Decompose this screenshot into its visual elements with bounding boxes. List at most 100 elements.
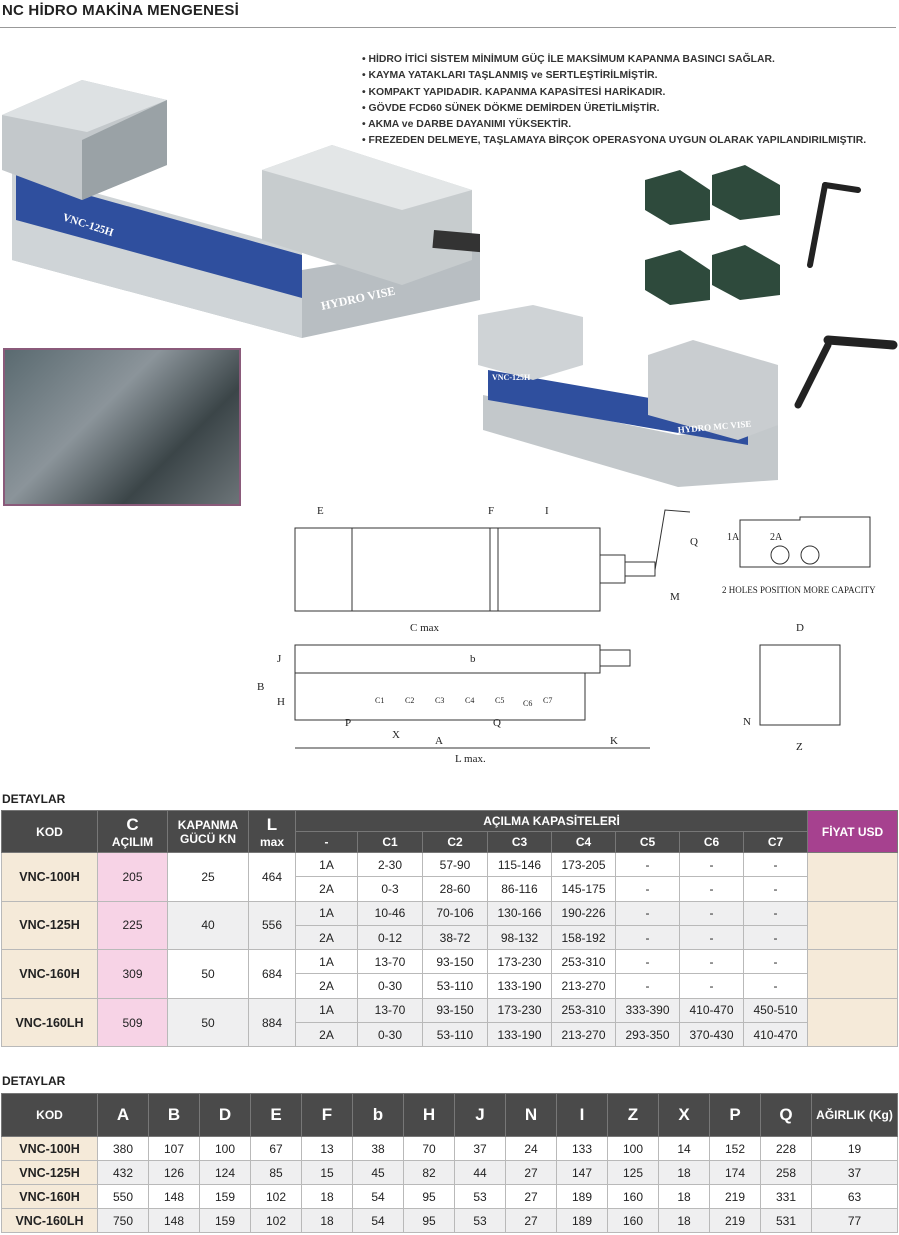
capacity-cell: 173-230 [487,997,552,1024]
capacity-cell: - [615,949,680,975]
dimension-cell: 18 [658,1184,710,1209]
dimension-cell: 18 [301,1208,353,1233]
subheader-3: C3 [487,831,552,853]
subheader-4: C4 [551,831,616,853]
dimension-cell: 228 [760,1136,812,1161]
dimension-cell: 531 [760,1208,812,1233]
subheader-0: - [295,831,358,853]
price-cell [807,997,899,1048]
capacity-cell: - [742,851,809,878]
c-label: C3 [435,696,444,705]
dimension-cell: 44 [454,1160,506,1185]
dimension-cell: 160 [607,1208,659,1233]
model-code: VNC-160H [1,1184,98,1209]
dimension-cell: 159 [199,1184,251,1209]
dimension-cell: 102 [250,1184,302,1209]
header-12: X [658,1093,710,1137]
dimension-cell: 18 [658,1208,710,1233]
dimension-cell: 14 [658,1136,710,1161]
opening-value: 509 [97,997,168,1048]
dim-label: D [796,622,804,634]
feature-item: HİDRO İTİCİ SİSTEM MİNİMUM GÜÇ İLE MAKSİ… [362,52,866,68]
vise-photo-secondary: VNC-125H HYDRO MC VISE [478,305,898,487]
vise-photo-main: VNC-125H HYDRO VISE [2,80,480,338]
dimension-cell: 85 [250,1160,302,1185]
section-title: DETAYLAR [2,1074,66,1088]
dimension-cell: 70 [403,1136,455,1161]
header-15: AĞIRLIK (Kg) [811,1093,898,1137]
model-label: VNC-125H [492,373,531,382]
header-l-sub: max [259,834,285,849]
dimension-cell: 125 [607,1160,659,1185]
c-label: C5 [495,696,504,705]
length-value: 684 [248,949,296,999]
c-label: C6 [523,699,532,708]
feature-item: FREZEDEN DELMEYE, TAŞLAMAYA BİRÇOK OPERA… [362,133,867,149]
header-c-label: C [126,814,139,834]
dimension-cell: 18 [301,1184,353,1209]
capacity-cell: - [742,924,809,951]
model-code: VNC-160H [1,949,98,999]
capacity-cell: 0-3 [357,876,423,902]
dim-label: B [257,681,264,693]
price-cell [807,900,899,951]
capacity-cell: 370-430 [679,1022,744,1048]
capacity-cell: - [742,876,809,902]
page-title: NC HİDRO MAKİNA MENGENESİ [2,2,239,19]
dimension-cell: 37 [454,1136,506,1161]
capacity-cell: 133-190 [487,1022,552,1048]
capacity-cell: 450-510 [742,997,809,1024]
opening-value: 309 [97,949,168,999]
dim-label: K [610,735,618,747]
capacity-cell: - [615,973,680,999]
header-6: b [352,1093,404,1137]
capacity-cell: 13-70 [357,949,423,975]
capacity-cell: - [615,924,680,951]
dimension-cell: 550 [97,1184,149,1209]
dim-label: P [345,717,351,729]
model-code: VNC-160LH [1,997,98,1048]
capacity-cell: 115-146 [487,851,552,878]
feature-item: GÖVDE FCD60 SÜNEK DÖKME DEMİRDEN ÜRETİLM… [362,101,866,117]
dimension-cell: 45 [352,1160,404,1185]
capacity-cell: - [679,851,744,878]
dimension-cell: 67 [250,1136,302,1161]
dim-label: E [317,505,324,517]
header-13: P [709,1093,761,1137]
length-value: 556 [248,900,296,951]
dimension-cell: 750 [97,1208,149,1233]
capacity-cell: 293-350 [615,1022,680,1048]
model-code: VNC-100H [1,852,98,902]
dimension-cell: 331 [760,1184,812,1209]
capacity-cell: 410-470 [679,997,744,1024]
header-3: D [199,1093,251,1137]
capacity-cell: 145-175 [551,876,616,902]
dim-label: Z [796,741,803,753]
header-4: E [250,1093,302,1137]
header-14: Q [760,1093,812,1137]
c-label: C1 [375,696,384,705]
dim-label: H [277,696,285,708]
capacity-cell: 70-106 [422,900,488,926]
dimension-cell: 133 [556,1136,608,1161]
capacity-cell: 133-190 [487,973,552,999]
dimension-cell: 38 [352,1136,404,1161]
hole-label: 1A [727,532,740,543]
opening-value: 205 [97,852,168,902]
dimension-cell: 219 [709,1208,761,1233]
machining-photo [3,348,241,506]
capacity-cell: - [615,851,680,878]
capacity-cell: 2A [295,876,358,902]
dimension-cell: 13 [301,1136,353,1161]
capacity-cell: - [742,900,809,926]
dimension-cell: 380 [97,1136,149,1161]
dim-label: X [392,729,400,741]
capacity-cell: 86-116 [487,876,552,902]
c-label: C7 [543,696,552,705]
model-code: VNC-160LH [1,1208,98,1233]
dimension-cell: 95 [403,1208,455,1233]
